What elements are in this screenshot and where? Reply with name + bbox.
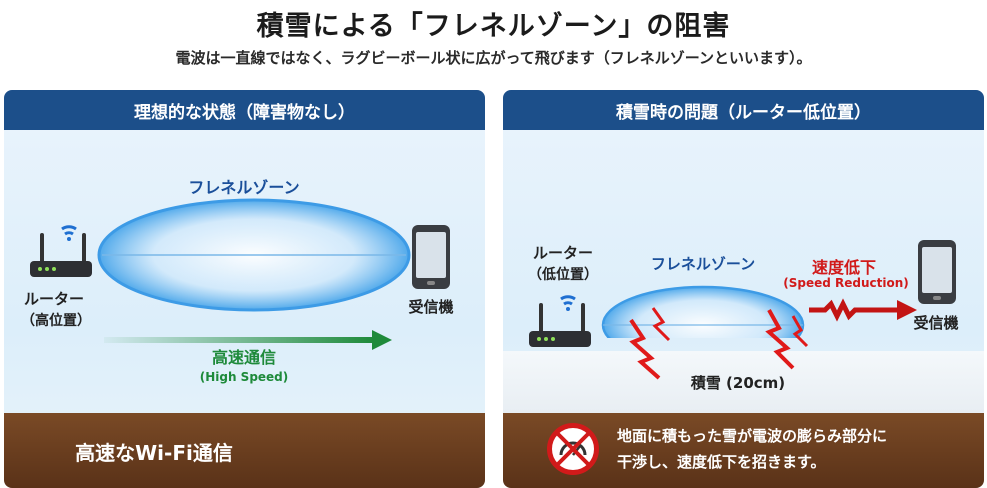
ground-footer-snow: 地面に積もった雪が電波の膨らみ部分に 干渉し、速度低下を招きます。 bbox=[503, 413, 984, 488]
wifi-signal-icon bbox=[61, 225, 77, 231]
fresnel-zone-label-low: フレネルゾーン bbox=[650, 255, 756, 273]
snow-depth-label: 積雪 (20cm) bbox=[690, 374, 786, 392]
panel-header-snow: 積雪時の問題（ルーター低位置） bbox=[503, 90, 984, 130]
router-position-label: （高位置） bbox=[21, 313, 91, 329]
snow-problem-panel: 積雪時の問題（ルーター低位置） ルーター （低位置） フレネルゾーン bbox=[503, 90, 984, 488]
footer-text-ideal: 高速なWi-Fi通信 bbox=[75, 441, 233, 465]
panel-header-ideal: 理想的な状態（障害物なし） bbox=[4, 90, 485, 130]
receiver-label: 受信機 bbox=[408, 298, 454, 316]
speed-reduction-label: 速度低下 bbox=[811, 258, 876, 277]
snow-layer bbox=[503, 351, 984, 413]
no-speed-icon bbox=[547, 423, 599, 475]
page-title: 積雪による「フレネルゾーン」の阻害 bbox=[256, 11, 731, 42]
interference-zigzag-icon bbox=[629, 307, 809, 380]
router-icon-low bbox=[525, 295, 595, 355]
fresnel-zone-label: フレネルゾーン bbox=[188, 178, 300, 197]
smartphone-icon bbox=[412, 225, 450, 289]
receiver-label-right: 受信機 bbox=[913, 314, 959, 332]
ground-footer-ideal: 高速なWi-Fi通信 bbox=[4, 413, 485, 488]
router-icon bbox=[26, 225, 96, 285]
router-label: ルーター bbox=[23, 290, 84, 308]
speed-reduction-sublabel: (Speed Reduction) bbox=[783, 276, 909, 290]
high-speed-label: 高速通信 bbox=[211, 348, 276, 367]
fresnel-zone-ellipse bbox=[97, 198, 411, 312]
footer-text-snow-line1: 地面に積もった雪が電波の膨らみ部分に bbox=[617, 427, 888, 445]
router-label-low: ルーター bbox=[532, 244, 593, 262]
green-arrow-icon bbox=[104, 330, 392, 350]
high-speed-sublabel: (High Speed) bbox=[199, 370, 289, 384]
ideal-state-panel: 理想的な状態（障害物なし） フレネルゾーン ルーター （高位置） bbox=[4, 90, 485, 488]
page-subtitle: 電波は一直線ではなく、ラグビーボール状に広がって飛びます（フレネルゾーンといいま… bbox=[175, 49, 812, 67]
red-arrow-icon bbox=[809, 298, 917, 322]
smartphone-icon-right bbox=[918, 240, 956, 304]
footer-text-snow-line2: 干渉し、速度低下を招きます。 bbox=[617, 453, 826, 471]
router-position-label-low: （低位置） bbox=[528, 267, 598, 283]
